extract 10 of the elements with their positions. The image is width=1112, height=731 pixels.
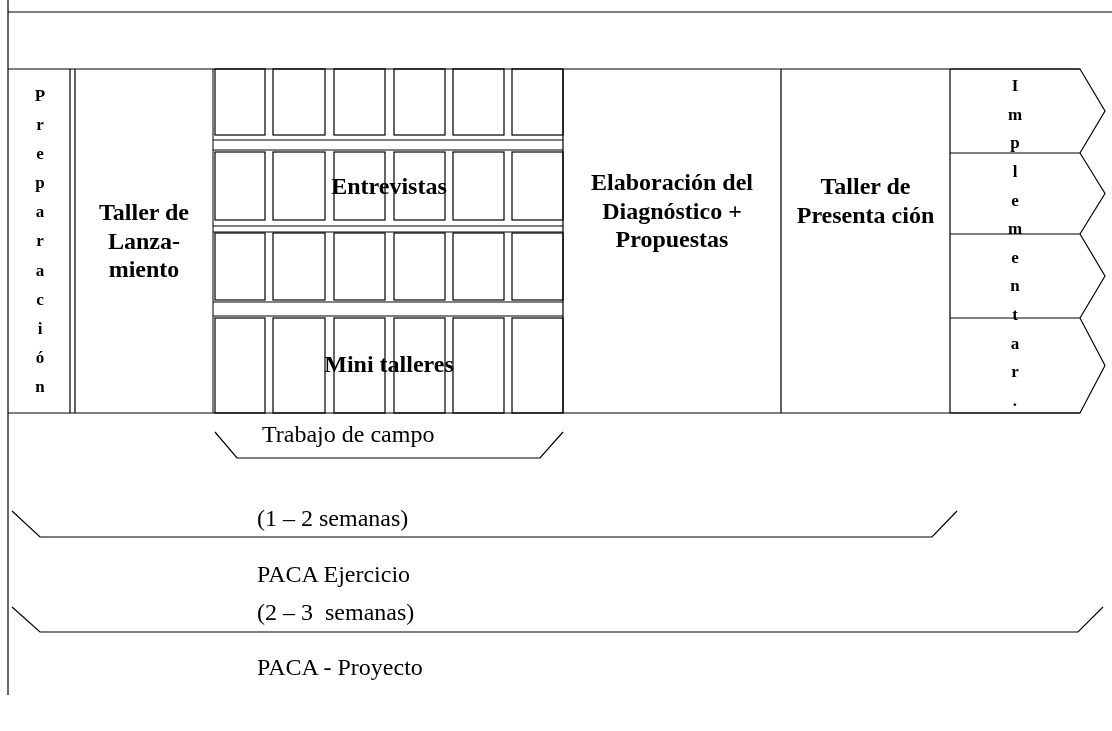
phase-label: PACA - Proyecto bbox=[257, 655, 423, 679]
phase-label: PACA Ejercicio bbox=[257, 562, 411, 586]
step-label: Taller de Lanza-miento bbox=[98, 197, 190, 285]
step-label: Elaboración del Diagnóstico + Propuestas bbox=[590, 167, 754, 255]
step-label: Taller de Presenta ción bbox=[795, 172, 936, 230]
duration-label: (1 – 2 semanas) bbox=[257, 506, 409, 530]
step-label: Preparación bbox=[34, 85, 46, 398]
duration-label: (2 – 3 semanas) bbox=[257, 600, 415, 624]
phase-label: Trabajo de campo bbox=[262, 422, 435, 446]
step-label: Implementar. bbox=[1007, 75, 1023, 411]
